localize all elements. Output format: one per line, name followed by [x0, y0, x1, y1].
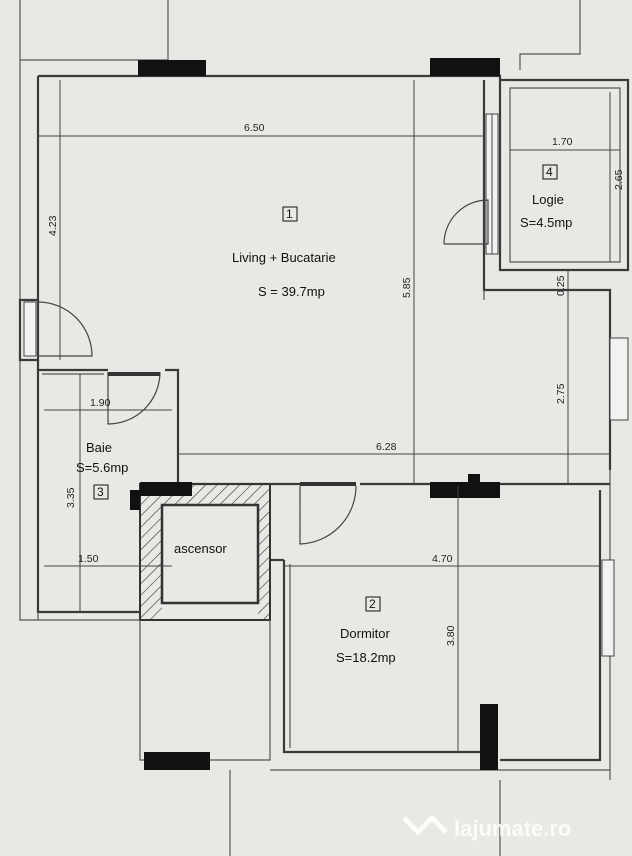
dimension-lines — [38, 80, 620, 752]
room-number: 3 — [97, 485, 104, 499]
dim-living-width: 6.50 — [244, 122, 265, 134]
dim-total-width: 6.28 — [376, 441, 397, 453]
dim-logia-width: 1.70 — [552, 136, 573, 148]
watermark-text: lajumate.ro — [454, 816, 571, 841]
room-area: S=5.6mp — [76, 460, 128, 475]
room-number: 4 — [546, 165, 553, 179]
room-bedroom: 2 Dormitor S=18.2mp — [336, 596, 396, 665]
room-name: Dormitor — [340, 626, 391, 641]
watermark-logo-icon — [402, 814, 448, 836]
dim-living-left: 4.23 — [47, 215, 59, 236]
room-logia: 4 Logie S=4.5mp — [520, 164, 572, 230]
dim-living-height: 5.85 — [401, 277, 413, 298]
elevator: ascensor — [174, 541, 227, 556]
dim-bath-bottom: 1.50 — [78, 553, 99, 565]
watermark: lajumate.ro — [402, 814, 571, 841]
room-number: 1 — [286, 207, 293, 221]
room-name: Logie — [532, 192, 564, 207]
elevator-label: ascensor — [174, 541, 227, 556]
dim-logia-height: 2.65 — [613, 169, 625, 190]
dim-right-upper: 0.25 — [555, 275, 567, 296]
dimension-labels: 6.50 1.70 2.65 4.23 5.85 0.25 2.75 6.28 … — [47, 122, 625, 646]
room-area: S = 39.7mp — [258, 284, 325, 299]
windows — [23, 113, 629, 657]
room-area: S=18.2mp — [336, 650, 396, 665]
room-name: Baie — [86, 440, 112, 455]
room-number: 2 — [369, 597, 376, 611]
room-living: 1 Living + Bucatarie S = 39.7mp — [232, 206, 336, 299]
dim-right-middle: 2.75 — [555, 383, 567, 404]
dim-bedroom-width: 4.70 — [432, 553, 453, 565]
wall-blocks — [130, 58, 500, 770]
dim-bedroom-height: 3.80 — [445, 625, 457, 646]
dim-bath-height: 3.35 — [65, 487, 77, 508]
room-bath: Baie S=5.6mp 3 — [76, 440, 128, 500]
room-area: S=4.5mp — [520, 215, 572, 230]
room-name: Living + Bucatarie — [232, 250, 336, 265]
doors — [37, 199, 489, 545]
dim-bath-top: 1.90 — [90, 397, 111, 409]
elevator-shaft-hatch — [140, 484, 270, 620]
